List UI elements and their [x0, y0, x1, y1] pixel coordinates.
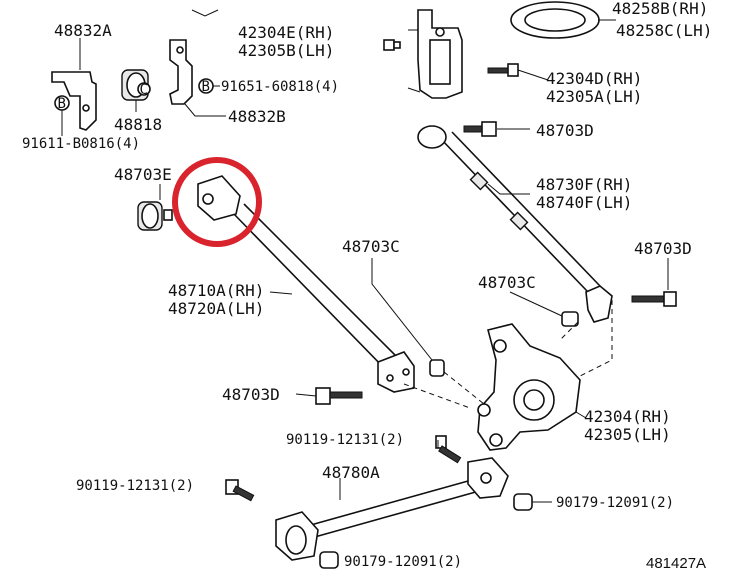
label-48703D-left: 48703D: [222, 385, 280, 404]
callout-c: C: [137, 82, 151, 98]
stabilizer-bracket-48832B: [169, 39, 193, 105]
label-42305A: 42305A(LH): [546, 87, 642, 106]
label-91611: 91611-B0816(4): [22, 136, 140, 152]
bolt-90119-top: [435, 435, 462, 464]
bushing-48703E: [137, 201, 173, 231]
upper-mount-ring: [510, 1, 616, 39]
label-48258B-partial: 48258B(RH): [612, 0, 708, 18]
catalog-number: 481427A: [646, 555, 706, 572]
label-48703C-mid: 48703C: [342, 237, 400, 256]
upper-control-arm-48730F: [417, 125, 613, 323]
label-48703D-right: 48703D: [634, 239, 692, 258]
bolt-48703D-left: [315, 387, 363, 405]
label-90119-top: 90119-12131(2): [286, 432, 404, 448]
label-48703C-right: 48703C: [478, 273, 536, 292]
label-48730F: 48730F(RH): [536, 175, 632, 194]
label-48703D-top: 48703D: [536, 121, 594, 140]
nut-90179-bottom: [319, 551, 339, 569]
label-48710A: 48710A(RH): [168, 281, 264, 300]
stabilizer-bracket-48832A: [51, 71, 97, 131]
label-48258C: 48258C(LH): [616, 21, 712, 40]
label-48703E: 48703E: [114, 165, 172, 184]
lower-link-48780A: [275, 457, 509, 561]
label-48720A: 48720A(LH): [168, 299, 264, 318]
label-48780A: 48780A: [322, 463, 380, 482]
nut-48703C-right: [561, 311, 579, 327]
callout-b-left: B: [54, 95, 70, 112]
label-48832A: 48832A: [54, 21, 112, 40]
bolt-42304E: [383, 39, 401, 51]
label-90179-bottom: 90179-12091(2): [344, 554, 462, 570]
label-42305: 42305(LH): [584, 425, 671, 444]
label-48740F: 48740F(LH): [536, 193, 632, 212]
highlight-circle: [172, 157, 262, 247]
label-42304: 42304(RH): [584, 407, 671, 426]
label-42305B: 42305B(LH): [238, 41, 334, 60]
svg-text:B: B: [202, 79, 210, 95]
bolt-90119-left: [225, 479, 255, 502]
callout-b-right: B: [198, 78, 214, 95]
bolt-42304D: [487, 63, 519, 77]
bolt-48703D-top: [463, 121, 497, 137]
label-48832B: 48832B: [228, 107, 286, 126]
bolt-48703D-right: [631, 291, 677, 307]
label-42304D: 42304D(RH): [546, 69, 642, 88]
label-48818: 48818: [114, 115, 162, 134]
nut-48703C-mid: [429, 359, 445, 377]
steering-knuckle-42304: [477, 323, 581, 451]
body-mount-bracket: [407, 9, 463, 99]
label-42304E: 42304E(RH): [238, 23, 334, 42]
label-90179-right: 90179-12091(2): [556, 495, 674, 511]
nut-90179-right: [513, 493, 533, 511]
lower-control-arm-48710A: [197, 175, 415, 393]
label-91651: 91651-60818(4): [221, 79, 339, 95]
svg-text:C: C: [140, 82, 148, 98]
svg-text:B: B: [58, 96, 66, 112]
label-90119-left: 90119-12131(2): [76, 478, 194, 494]
